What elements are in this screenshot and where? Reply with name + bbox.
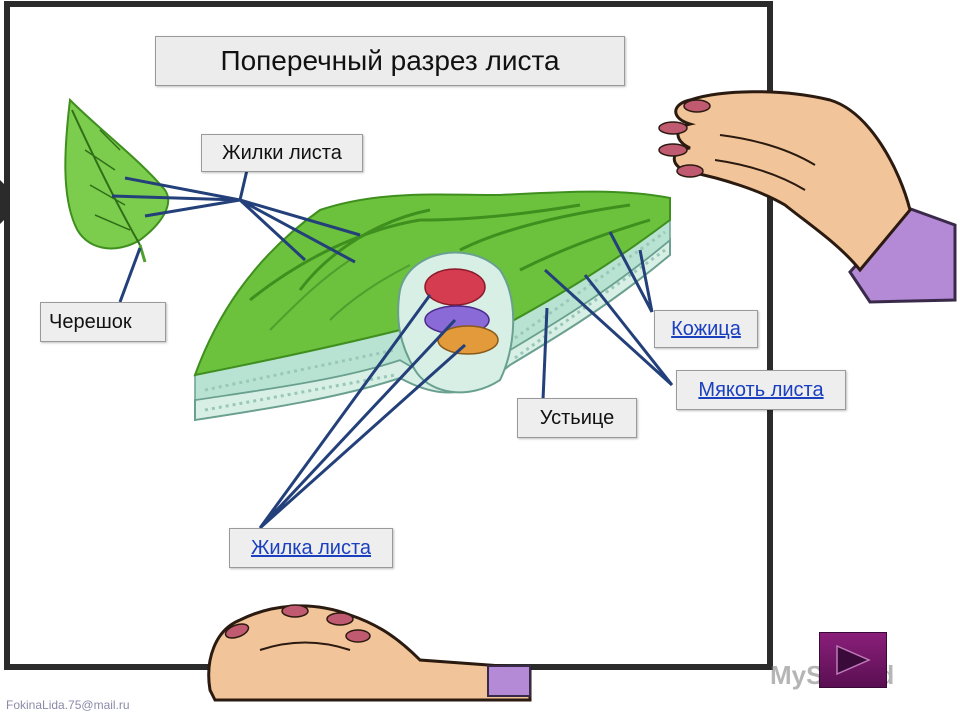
label-veins: Жилки листа xyxy=(201,134,363,172)
leaf-illustration xyxy=(64,97,170,263)
right-hand-illustration xyxy=(658,90,957,304)
link-epidermis[interactable]: Кожица xyxy=(654,310,758,348)
page-title: Поперечный разрез листа xyxy=(155,36,625,86)
link-mesophyll[interactable]: Мякоть листа xyxy=(676,370,846,410)
link-vein[interactable]: Жилка листа xyxy=(229,528,393,568)
leaf-cross-section-illustration xyxy=(193,190,671,422)
label-petiole: Черешок xyxy=(40,302,166,342)
label-stoma: Устьице xyxy=(517,398,637,438)
play-triangle-icon xyxy=(836,644,871,676)
bottom-hand-illustration xyxy=(207,604,532,702)
author-credit: FokinaLida.75@mail.ru xyxy=(6,698,130,712)
pointer-lines xyxy=(111,169,674,530)
next-slide-button[interactable] xyxy=(819,632,887,688)
